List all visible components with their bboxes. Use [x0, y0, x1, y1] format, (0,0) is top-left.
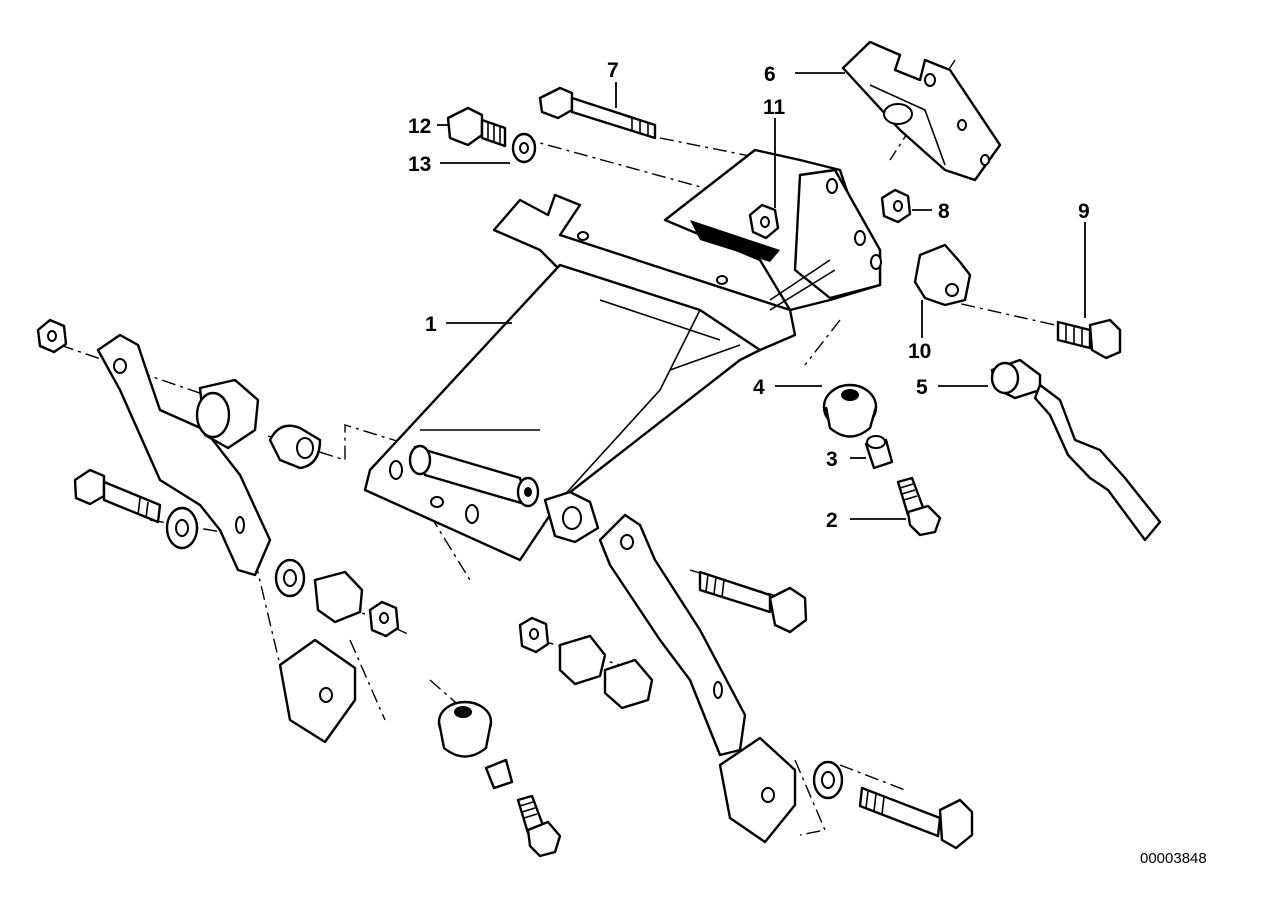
callout-1: 1 — [425, 313, 437, 336]
part-13-washer — [511, 132, 537, 164]
callout-4: 4 — [753, 376, 765, 399]
part-5-shift-lever — [990, 358, 1162, 542]
callout-12: 12 — [408, 115, 431, 138]
part-3-sleeve — [864, 435, 894, 470]
part-4-grommet — [822, 383, 878, 438]
part-8-nut — [880, 188, 912, 224]
callout-9: 9 — [1078, 200, 1090, 223]
callout-7: 7 — [607, 59, 619, 82]
callout-5: 5 — [916, 376, 928, 399]
leader-lines — [437, 72, 1086, 520]
callout-11: 11 — [763, 96, 786, 119]
part-7-long-bolt — [538, 86, 657, 140]
callout-2: 2 — [826, 509, 838, 532]
callout-13: 13 — [408, 153, 431, 176]
callout-labels: 1 2 3 4 5 6 7 8 9 10 11 12 13 — [408, 59, 1090, 532]
callout-3: 3 — [826, 448, 838, 471]
part-6-clamp-block — [841, 40, 1002, 182]
part-10-clip — [913, 243, 972, 307]
center-lower-assembly — [437, 490, 974, 858]
callout-6: 6 — [764, 63, 776, 86]
callout-8: 8 — [938, 200, 950, 223]
part-9-bolt — [1056, 318, 1122, 360]
figure-code: 00003848 — [1140, 850, 1207, 867]
part-11-nut — [748, 203, 780, 240]
part-1-main-bracket — [363, 148, 882, 562]
part-12-short-bolt — [446, 106, 507, 148]
part-2-screw — [896, 476, 942, 537]
left-mount-assembly — [36, 318, 400, 744]
callout-10: 10 — [908, 340, 931, 363]
